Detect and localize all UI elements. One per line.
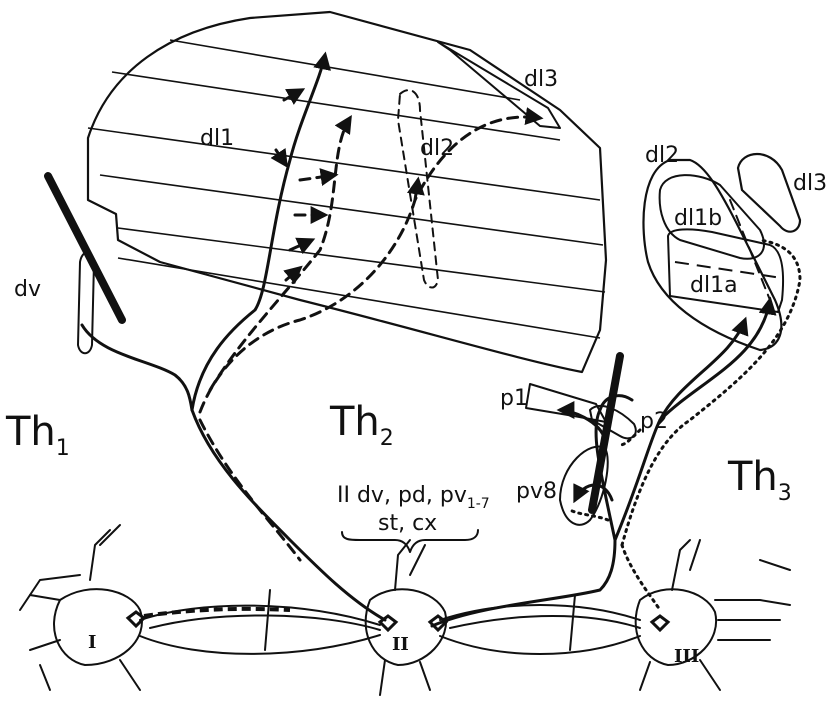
ganglion-markers bbox=[128, 612, 668, 630]
label-dl1b: dl1b bbox=[674, 206, 722, 231]
label-dl3-right: dl3 bbox=[793, 171, 827, 196]
ganglia-chain bbox=[20, 525, 790, 695]
segment-label-th2: Th2 bbox=[329, 399, 394, 451]
label-dl1a: dl1a bbox=[690, 273, 738, 298]
ganglion-label-3: III bbox=[674, 646, 699, 667]
p1-muscle bbox=[526, 384, 606, 422]
annotation-line2: st, cx bbox=[378, 511, 437, 536]
th3-muscles bbox=[643, 154, 800, 350]
label-dl1: dl1 bbox=[200, 126, 234, 151]
annotation-line1: II dv, pd, pv1-7 bbox=[337, 483, 490, 512]
label-p2: p2 bbox=[640, 409, 668, 434]
label-dl2-mid: dl2 bbox=[420, 136, 454, 161]
label-dl2-right: dl2 bbox=[645, 143, 679, 168]
label-p1: p1 bbox=[500, 386, 528, 411]
ganglion-label-1: I bbox=[88, 632, 96, 653]
segment-label-th1: Th1 bbox=[5, 409, 70, 461]
dv-bar bbox=[48, 176, 122, 320]
dl2-mid-muscle bbox=[398, 90, 438, 287]
segment-label-th3: Th3 bbox=[727, 454, 792, 506]
dl1-muscle-block bbox=[88, 12, 606, 372]
label-dv: dv bbox=[14, 277, 41, 302]
label-dl3-top: dl3 bbox=[524, 67, 558, 92]
ganglion-label-2: II bbox=[392, 634, 409, 655]
label-pv8: pv8 bbox=[516, 479, 557, 504]
